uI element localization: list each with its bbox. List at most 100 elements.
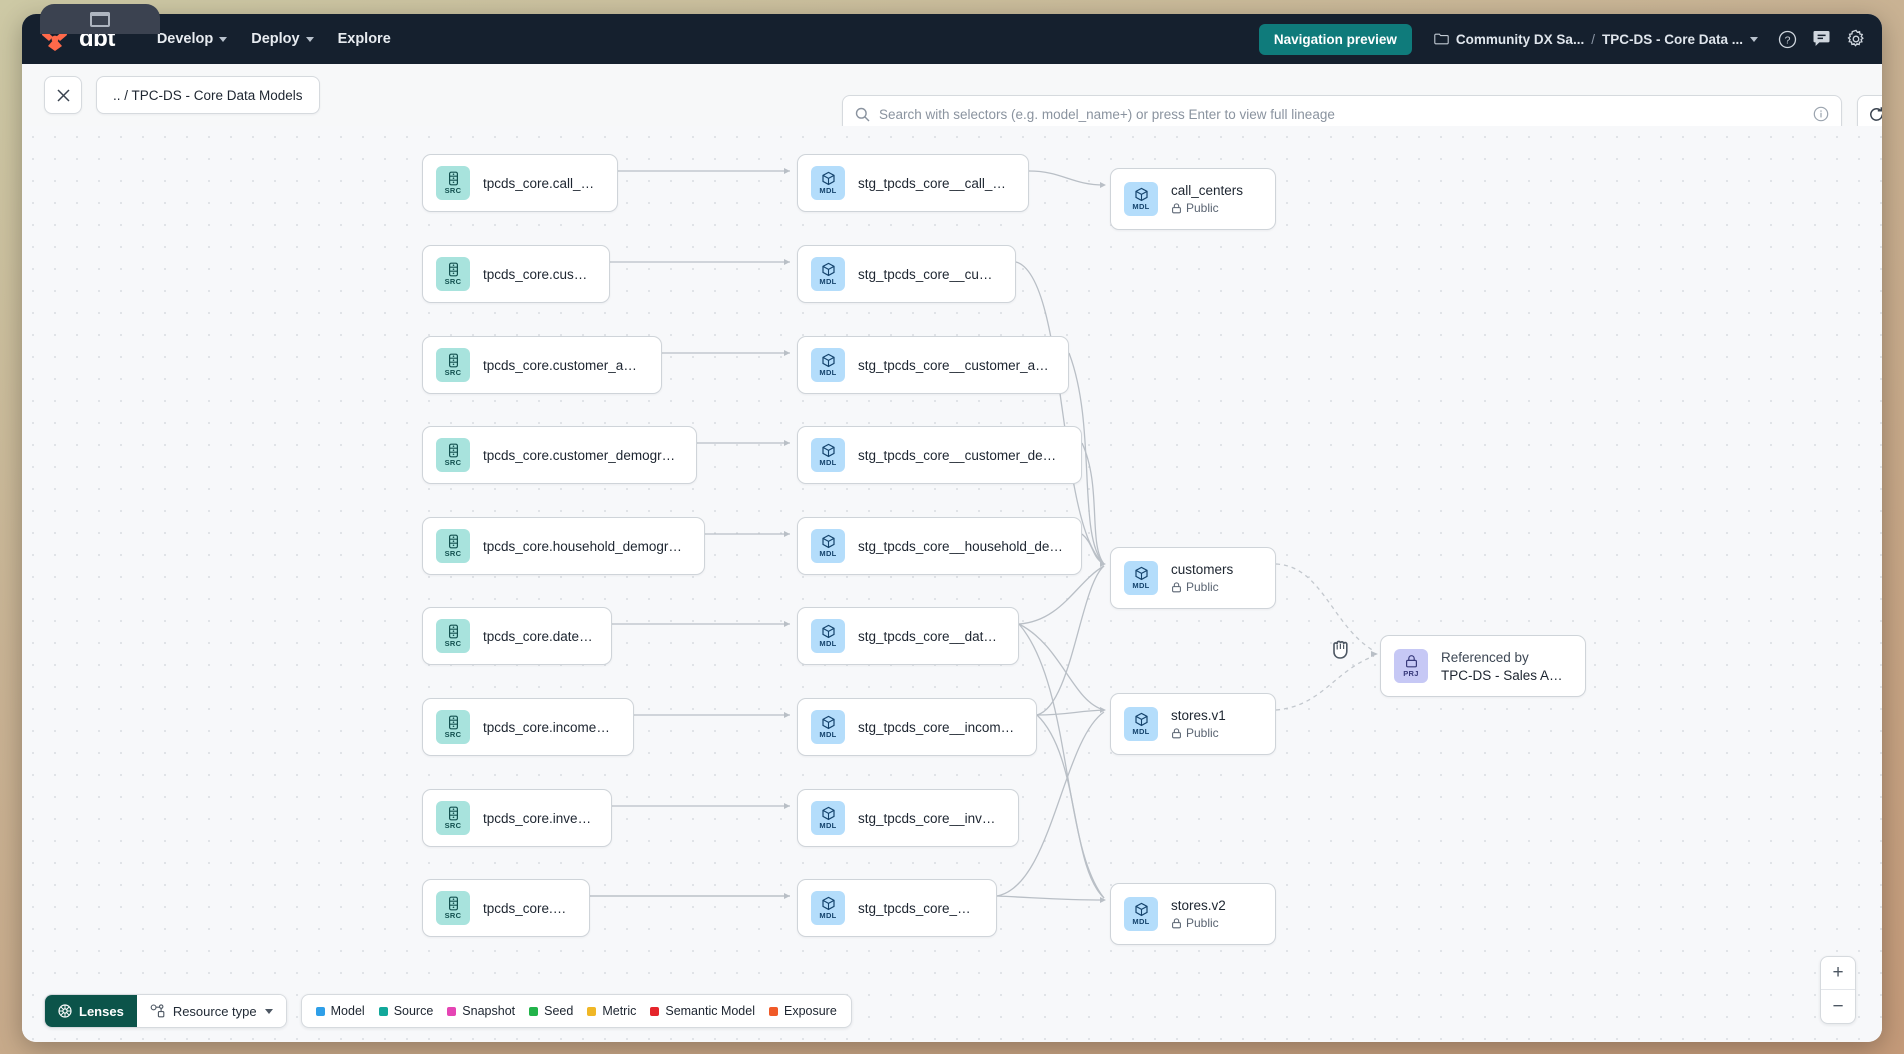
legend-swatch [529, 1006, 539, 1016]
node-text: stg_tpcds_core__store [858, 901, 978, 916]
legend-item-source[interactable]: Source [378, 1004, 434, 1018]
lineage-breadcrumb-chip[interactable]: .. / TPC-DS - Core Data Models [96, 76, 320, 114]
node-text: stg_tpcds_core__customer_demogra… [858, 448, 1063, 463]
feedback-icon[interactable] [1812, 30, 1831, 48]
lineage-node-stg_store[interactable]: MDL stg_tpcds_core__store [797, 879, 997, 937]
node-name: tpcds_core.date_dim [483, 628, 593, 644]
node-text: stg_tpcds_core__customer_address [858, 358, 1050, 373]
info-icon[interactable] [1813, 106, 1829, 122]
node-text: tpcds_core.household_demographics [483, 539, 686, 554]
legend-label: Source [393, 1004, 434, 1018]
node-name: tpcds_core.call_center [483, 175, 599, 191]
close-button[interactable] [44, 76, 82, 114]
nav-explore[interactable]: Explore [326, 25, 403, 53]
lineage-node-src_date_dim[interactable]: SRC tpcds_core.date_dim [422, 607, 612, 665]
lock-icon [1171, 581, 1182, 593]
node-text: stg_tpcds_core__inventory [858, 811, 1000, 826]
legend-item-snapshot[interactable]: Snapshot [447, 1004, 515, 1018]
node-text: stg_tpcds_core__income_band [858, 720, 1018, 735]
node-text: tpcds_core.date_dim [483, 629, 593, 644]
lineage-node-stg_customer_demographics[interactable]: MDLstg_tpcds_core__customer_demogra… [797, 426, 1082, 484]
legend-item-model[interactable]: Model [315, 1004, 365, 1018]
legend-item-seed[interactable]: Seed [529, 1004, 573, 1018]
src-badge-icon: SRC [436, 619, 470, 653]
search-input[interactable] [879, 106, 1804, 122]
nav-develop[interactable]: Develop [145, 25, 239, 53]
node-name: stg_tpcds_core__income_band [858, 719, 1018, 735]
legend-swatch [315, 1006, 325, 1016]
legend-item-semantic-model[interactable]: Semantic Model [650, 1004, 755, 1018]
node-name: stores.v2 [1171, 898, 1226, 913]
node-name: stg_tpcds_core__inventory [858, 810, 1000, 826]
close-icon [56, 88, 70, 102]
lenses-button[interactable]: Lenses [45, 995, 137, 1027]
lock-icon [1171, 202, 1182, 214]
lineage-node-src_inventory[interactable]: SRC tpcds_core.inventory [422, 789, 612, 847]
src-badge-icon: SRC [436, 529, 470, 563]
node-name: stg_tpcds_core__customer_address [858, 357, 1050, 373]
lineage-canvas[interactable]: SRCtpcds_core.call_centerSRCtpcds_core.c… [22, 126, 1882, 1042]
zoom-controls: + − [1820, 956, 1856, 1024]
legend-swatch [587, 1006, 597, 1016]
node-reference-label: Referenced by [1441, 649, 1529, 665]
zoom-out-button[interactable]: − [1832, 995, 1844, 1017]
lineage-node-stg_household_demographics[interactable]: MDLstg_tpcds_core__household_demogr… [797, 517, 1082, 575]
node-name: customers [1171, 562, 1234, 577]
node-text: tpcds_core.inventory [483, 811, 593, 826]
nodes-icon [150, 1004, 165, 1018]
mdl-badge-icon: MDL [1124, 561, 1158, 595]
node-name: stg_tpcds_core__customer [858, 266, 997, 282]
src-badge-icon: SRC [436, 801, 470, 835]
zoom-in-button[interactable]: + [1821, 957, 1855, 990]
lineage-edges [590, 168, 1378, 903]
browser-tab-pill[interactable] [40, 4, 160, 34]
legend-swatch [378, 1006, 388, 1016]
help-icon[interactable]: ? [1778, 30, 1797, 49]
navigation-preview-button[interactable]: Navigation preview [1258, 23, 1412, 55]
resource-type-dropdown[interactable]: Resource type [136, 995, 286, 1027]
header-icon-group: ? [1778, 29, 1866, 49]
nav-deploy[interactable]: Deploy [239, 25, 325, 53]
lens-control-group: Lenses Resource type [44, 994, 287, 1028]
node-name: stg_tpcds_core__call_center [858, 175, 1010, 191]
mdl-badge-icon: MDL [811, 348, 845, 382]
nav-develop-label: Develop [156, 31, 214, 47]
breadcrumb-account[interactable]: Community DX Sa... [1455, 31, 1585, 47]
src-badge-icon: SRC [436, 438, 470, 472]
src-badge-icon: SRC [436, 257, 470, 291]
app-window: dbt Develop Deploy Explore Navigation pr… [22, 14, 1882, 1042]
node-name: stg_tpcds_core__date_dim [858, 628, 1000, 644]
lineage-node-src_household_demographics[interactable]: SRC tpcds_core.household_demographics [422, 517, 705, 575]
mdl-badge-icon: MDL [811, 891, 845, 925]
chevron-down-icon[interactable] [1750, 36, 1758, 42]
lineage-node-stg_inventory[interactable]: MDL stg_tpcds_core__inventory [797, 789, 1019, 847]
breadcrumb-project[interactable]: TPC-DS - Core Data ... [1601, 31, 1743, 47]
src-badge-icon: SRC [436, 891, 470, 925]
mdl-badge-icon: MDL [1124, 707, 1158, 741]
legend-item-exposure[interactable]: Exposure [768, 1004, 837, 1018]
lineage-node-stg_customer_address[interactable]: MDL stg_tpcds_core__customer_address [797, 336, 1069, 394]
refresh-icon [1869, 106, 1882, 121]
node-name: tpcds_core.household_demographics [483, 538, 686, 554]
mdl-badge-icon: MDL [811, 801, 845, 835]
legend-item-metric[interactable]: Metric [587, 1004, 636, 1018]
chevron-down-icon [219, 36, 228, 42]
gear-icon[interactable] [1846, 29, 1866, 49]
